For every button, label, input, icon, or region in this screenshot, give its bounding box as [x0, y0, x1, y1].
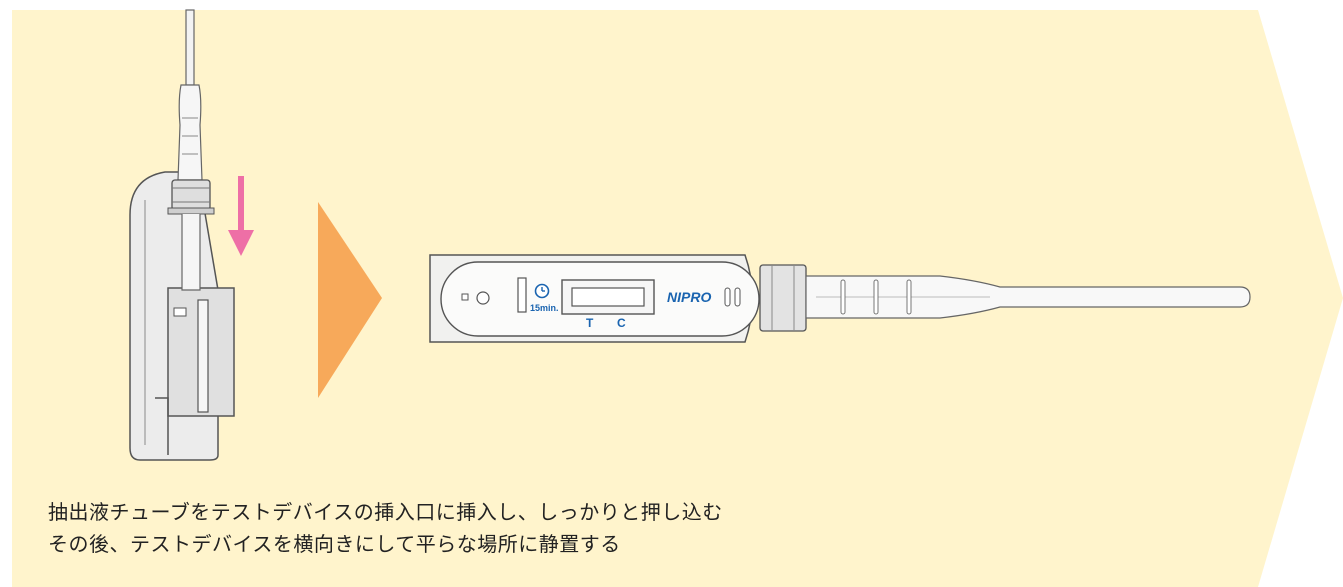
brand-logo: NIPRO — [667, 289, 711, 305]
timer-label: 15min. — [530, 303, 559, 313]
instruction-caption: 抽出液チューブをテストデバイスの挿入口に挿入し、しっかりと押し込む その後、テス… — [48, 496, 723, 560]
pink-down-arrow — [228, 176, 254, 256]
orange-step-arrow — [318, 202, 382, 398]
tube-insertion-illustration — [129, 9, 235, 461]
clock-icon — [534, 283, 550, 299]
test-device-horizontal: 15min. T C NIPRO — [429, 254, 1251, 343]
c-line-label: C — [617, 316, 626, 330]
caption-line-2: その後、テストデバイスを横向きにして平らな場所に静置する — [48, 532, 621, 556]
t-line-label: T — [586, 316, 594, 330]
caption-line-1: 抽出液チューブをテストデバイスの挿入口に挿入し、しっかりと押し込む — [48, 500, 723, 524]
